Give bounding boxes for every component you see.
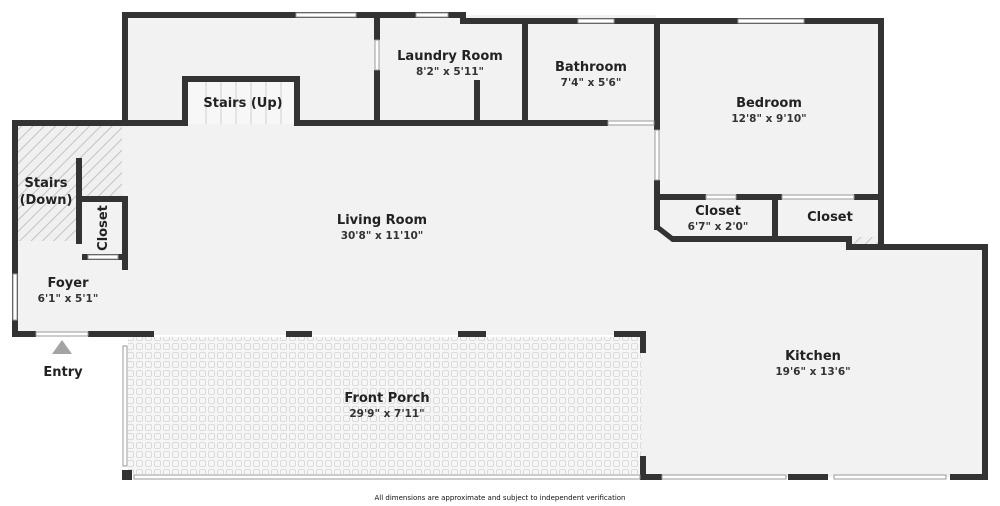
disclaimer-text: All dimensions are approximate and subje… [374, 494, 626, 502]
closet-left-name: Closet [96, 205, 111, 251]
floor-fills [15, 15, 986, 477]
stairs-down-name-1: Stairs [25, 176, 68, 191]
closet-hatch [848, 237, 878, 247]
window-bathroom [577, 18, 615, 24]
stairs-down-hatch [18, 126, 122, 196]
stairs-up-name: Stairs (Up) [203, 96, 282, 111]
stairs-up-box [186, 80, 296, 124]
door-entry [35, 331, 89, 337]
door-laundry [374, 39, 380, 71]
window-top-2 [415, 12, 449, 18]
closet-mid-name: Closet [695, 204, 741, 219]
closet-right-name: Closet [807, 210, 853, 225]
door-closet-right [781, 194, 855, 200]
bathroom-dims: 7'4" x 5'6" [561, 77, 622, 89]
floor-kitchen [640, 244, 986, 477]
window-bedroom [737, 18, 805, 24]
laundry-dims: 8'2" x 5'11" [416, 66, 484, 78]
bedroom-name: Bedroom [736, 96, 802, 111]
porch-dims: 29'9" x 7'11" [349, 408, 424, 420]
stairs-down-name-2: (Down) [20, 193, 73, 208]
door-closet-mid [705, 194, 737, 200]
floor-bedroom [656, 22, 882, 244]
window-foyer [12, 273, 18, 321]
kitchen-dims: 19'6" x 13'6" [775, 366, 850, 378]
foyer-dims: 6'1" x 5'1" [38, 293, 99, 305]
porch-name: Front Porch [344, 391, 429, 406]
windows [12, 12, 947, 480]
porch-rail-bottom [133, 474, 641, 480]
door-bathroom-opening [607, 120, 655, 126]
entry-label: Entry [43, 365, 83, 380]
foyer-name: Foyer [48, 276, 90, 291]
closet-mid-dims: 6'7" x 2'0" [688, 221, 749, 233]
door-closet-left [87, 254, 119, 260]
bathroom-name: Bathroom [555, 60, 627, 75]
bedroom-dims: 12'8" x 9'10" [731, 113, 806, 125]
living-dims: 30'8" x 11'10" [341, 230, 424, 242]
laundry-name: Laundry Room [397, 49, 503, 64]
kitchen-name: Kitchen [785, 349, 841, 364]
door-bedroom-opening [654, 129, 660, 181]
room-labels: Laundry Room 8'2" x 5'11" Bathroom 7'4" … [20, 49, 853, 420]
entry-arrow-icon [52, 340, 72, 354]
stairs-up [186, 80, 296, 124]
walls [12, 12, 988, 480]
window-kitchen-1 [661, 474, 787, 480]
stairs-down-hatch-lower [18, 196, 80, 241]
porch-tiles [128, 337, 642, 474]
living-name: Living Room [337, 213, 427, 228]
floor-main [126, 15, 656, 335]
window-kitchen-2 [833, 474, 947, 480]
window-top-1 [295, 12, 357, 18]
porch-rail-left [122, 345, 128, 467]
